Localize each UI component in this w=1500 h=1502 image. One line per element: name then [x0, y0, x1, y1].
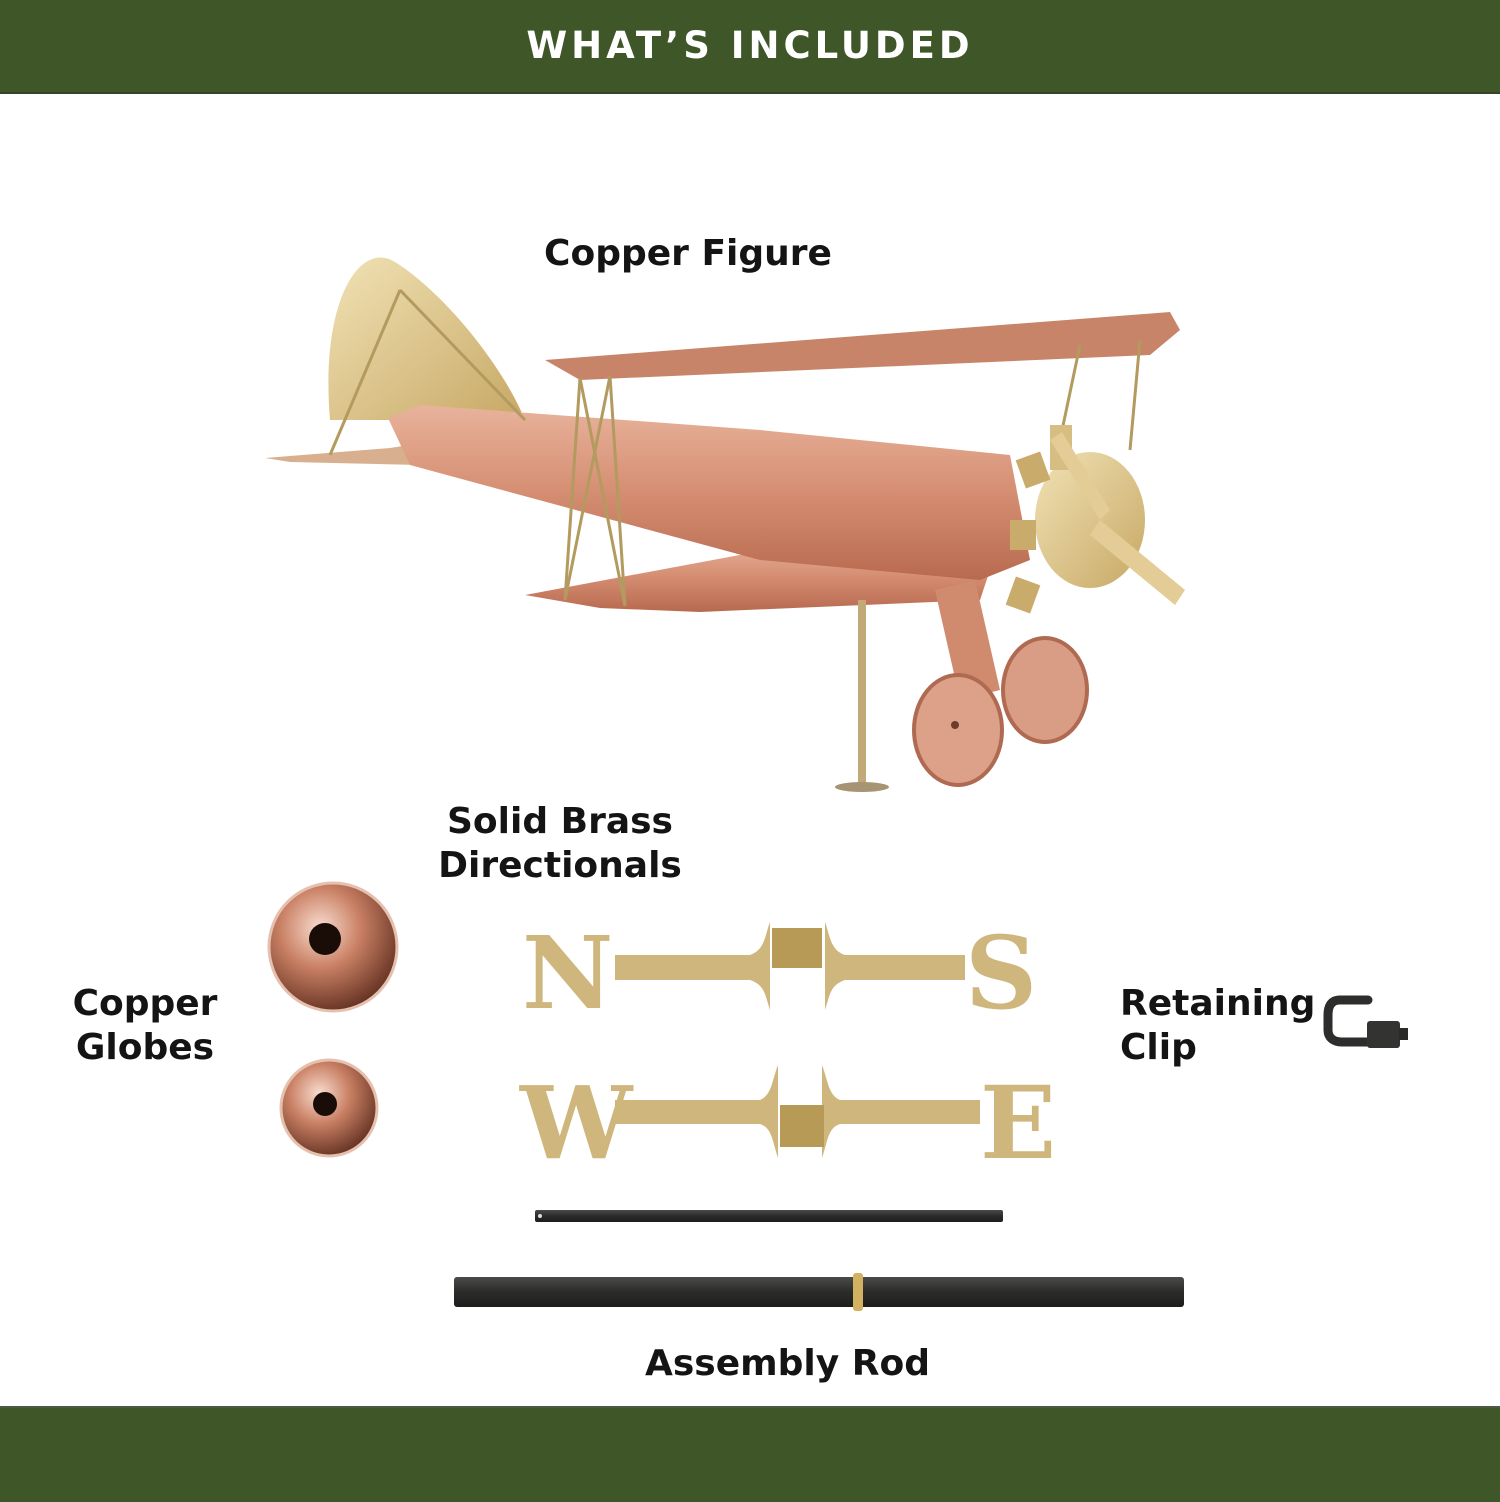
mount-rod: [858, 600, 866, 785]
retaining-clip-label: Retaining Clip: [1120, 983, 1316, 1068]
ns-directional: N S: [522, 914, 1037, 1032]
copper-globe-large: [267, 881, 399, 1013]
wheel-back: [1001, 636, 1089, 744]
upper-wing: [545, 312, 1180, 380]
letter-e: E: [980, 1064, 1056, 1182]
propeller: [1090, 520, 1185, 605]
assembly-rod-thin: [535, 1210, 1003, 1222]
directionals-label: Solid Brass Directionals: [438, 801, 682, 886]
wing-struts: [328, 288, 1142, 607]
letter-w: W: [519, 1064, 634, 1182]
letter-n: N: [522, 914, 613, 1032]
header-band: WHAT’S INCLUDED: [0, 0, 1500, 94]
letter-s: S: [965, 914, 1037, 1032]
footer-band: [0, 1406, 1500, 1502]
fuselage: [388, 405, 1030, 580]
wheel-front: [912, 673, 1004, 787]
page-title: WHAT’S INCLUDED: [526, 24, 974, 67]
assembly-rod-label: Assembly Rod: [645, 1343, 930, 1384]
copper-figure-label: Copper Figure: [544, 233, 832, 274]
we-directional: W E: [519, 1064, 1056, 1182]
tail-plane: [265, 440, 440, 465]
copper-globe-small: [279, 1058, 379, 1158]
copper-globes-label: Copper Globes: [72, 983, 218, 1068]
tail-fin: [328, 257, 525, 420]
assembly-rod-thick: [454, 1273, 1184, 1311]
